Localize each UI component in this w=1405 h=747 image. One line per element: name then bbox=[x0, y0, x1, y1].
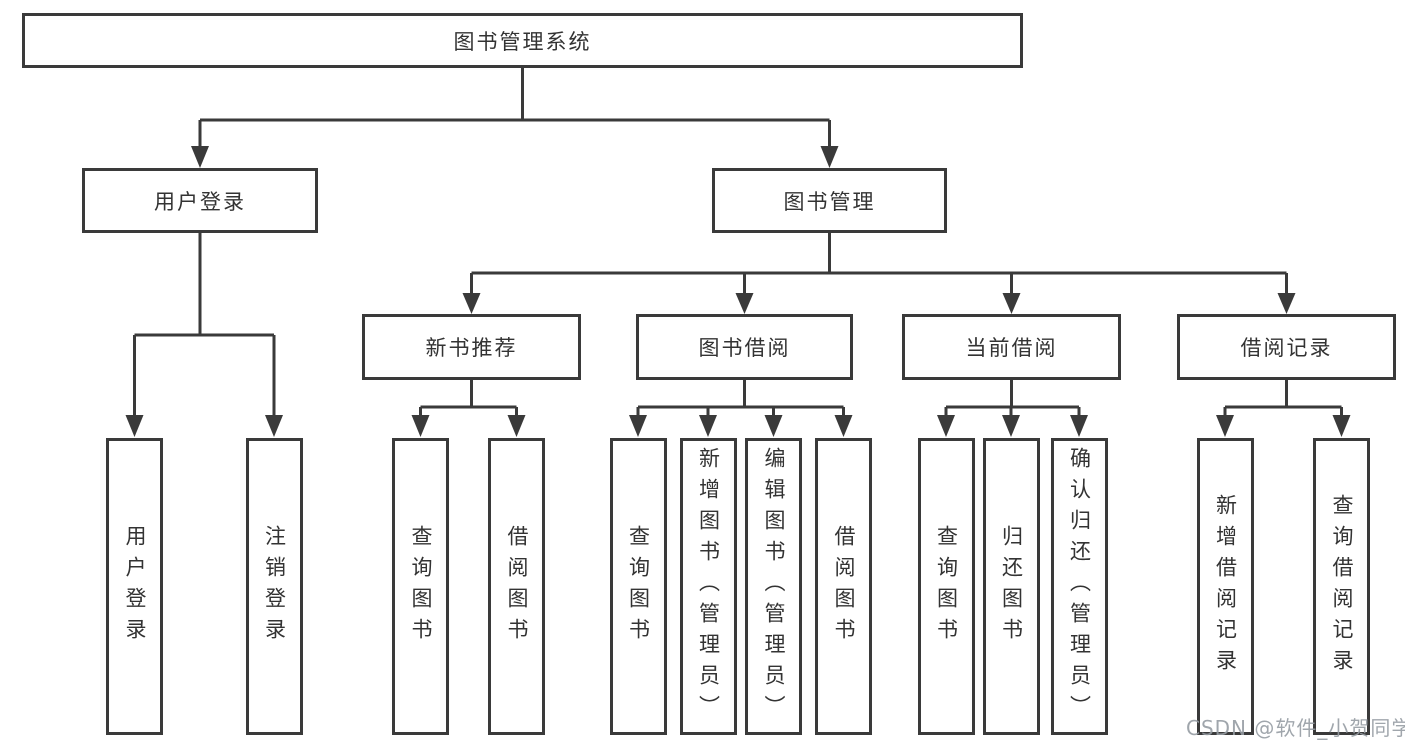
leaf-borrow-books-recommend: 借阅图书 bbox=[488, 438, 545, 735]
node-root: 图书管理系统 bbox=[22, 13, 1023, 68]
leaf-query-borrow-record: 查询借阅记录 bbox=[1313, 438, 1370, 735]
arrow-down-icon bbox=[629, 415, 647, 437]
arrow-down-icon bbox=[1002, 293, 1021, 314]
leaf-query-books-recommend: 查询图书 bbox=[392, 438, 449, 735]
leaf-confirm-return-admin: 确认归还（管理员） bbox=[1050, 438, 1108, 735]
arrow-down-icon bbox=[507, 415, 526, 437]
connector-borrow-records bbox=[1216, 380, 1351, 437]
leaf-query-books-current: 查询图书 bbox=[917, 438, 975, 735]
arrow-down-icon bbox=[735, 293, 754, 314]
node-user-login: 用户登录 bbox=[82, 168, 318, 233]
arrow-down-icon bbox=[820, 146, 839, 168]
node-new-book-recommend: 新书推荐 bbox=[362, 314, 581, 380]
arrow-down-icon bbox=[191, 146, 209, 168]
arrow-down-icon bbox=[411, 415, 430, 437]
arrow-down-icon bbox=[125, 415, 144, 437]
leaf-query-books-borrow: 查询图书 bbox=[609, 438, 667, 735]
leaf-return-book: 归还图书 bbox=[982, 438, 1040, 735]
arrow-down-icon bbox=[699, 415, 717, 437]
csdn-watermark: CSDN @软件_小贺同学 bbox=[1186, 716, 1405, 740]
leaf-edit-book-admin: 编辑图书（管理员） bbox=[745, 438, 802, 735]
arrow-down-icon bbox=[1070, 415, 1088, 437]
connector-book-borrow bbox=[629, 380, 853, 437]
arrow-down-icon bbox=[1277, 293, 1296, 314]
connector-new-book-recommend bbox=[411, 380, 526, 437]
node-borrow-records: 借阅记录 bbox=[1177, 314, 1396, 380]
node-current-borrow: 当前借阅 bbox=[902, 314, 1121, 380]
leaf-borrow-books-borrow: 借阅图书 bbox=[815, 438, 872, 735]
arrow-down-icon bbox=[1332, 415, 1351, 437]
connector-root bbox=[191, 68, 839, 168]
connector-user-login bbox=[125, 233, 283, 437]
arrow-down-icon bbox=[462, 293, 481, 314]
node-book-management: 图书管理 bbox=[712, 168, 947, 233]
arrow-down-icon bbox=[937, 415, 955, 437]
arrow-down-icon bbox=[834, 415, 853, 437]
arrow-down-icon bbox=[1002, 415, 1020, 437]
connector-book-management bbox=[462, 233, 1296, 314]
leaf-logout: 注销登录 bbox=[245, 438, 303, 735]
arrow-down-icon bbox=[764, 415, 783, 437]
connector-current-borrow bbox=[937, 380, 1088, 437]
node-book-borrow: 图书借阅 bbox=[636, 314, 853, 380]
arrow-down-icon bbox=[265, 415, 283, 437]
leaf-add-borrow-record: 新增借阅记录 bbox=[1196, 438, 1254, 735]
arrow-down-icon bbox=[1216, 415, 1234, 437]
leaf-user-login: 用户登录 bbox=[106, 438, 163, 735]
leaf-add-book-admin: 新增图书（管理员） bbox=[679, 438, 737, 735]
